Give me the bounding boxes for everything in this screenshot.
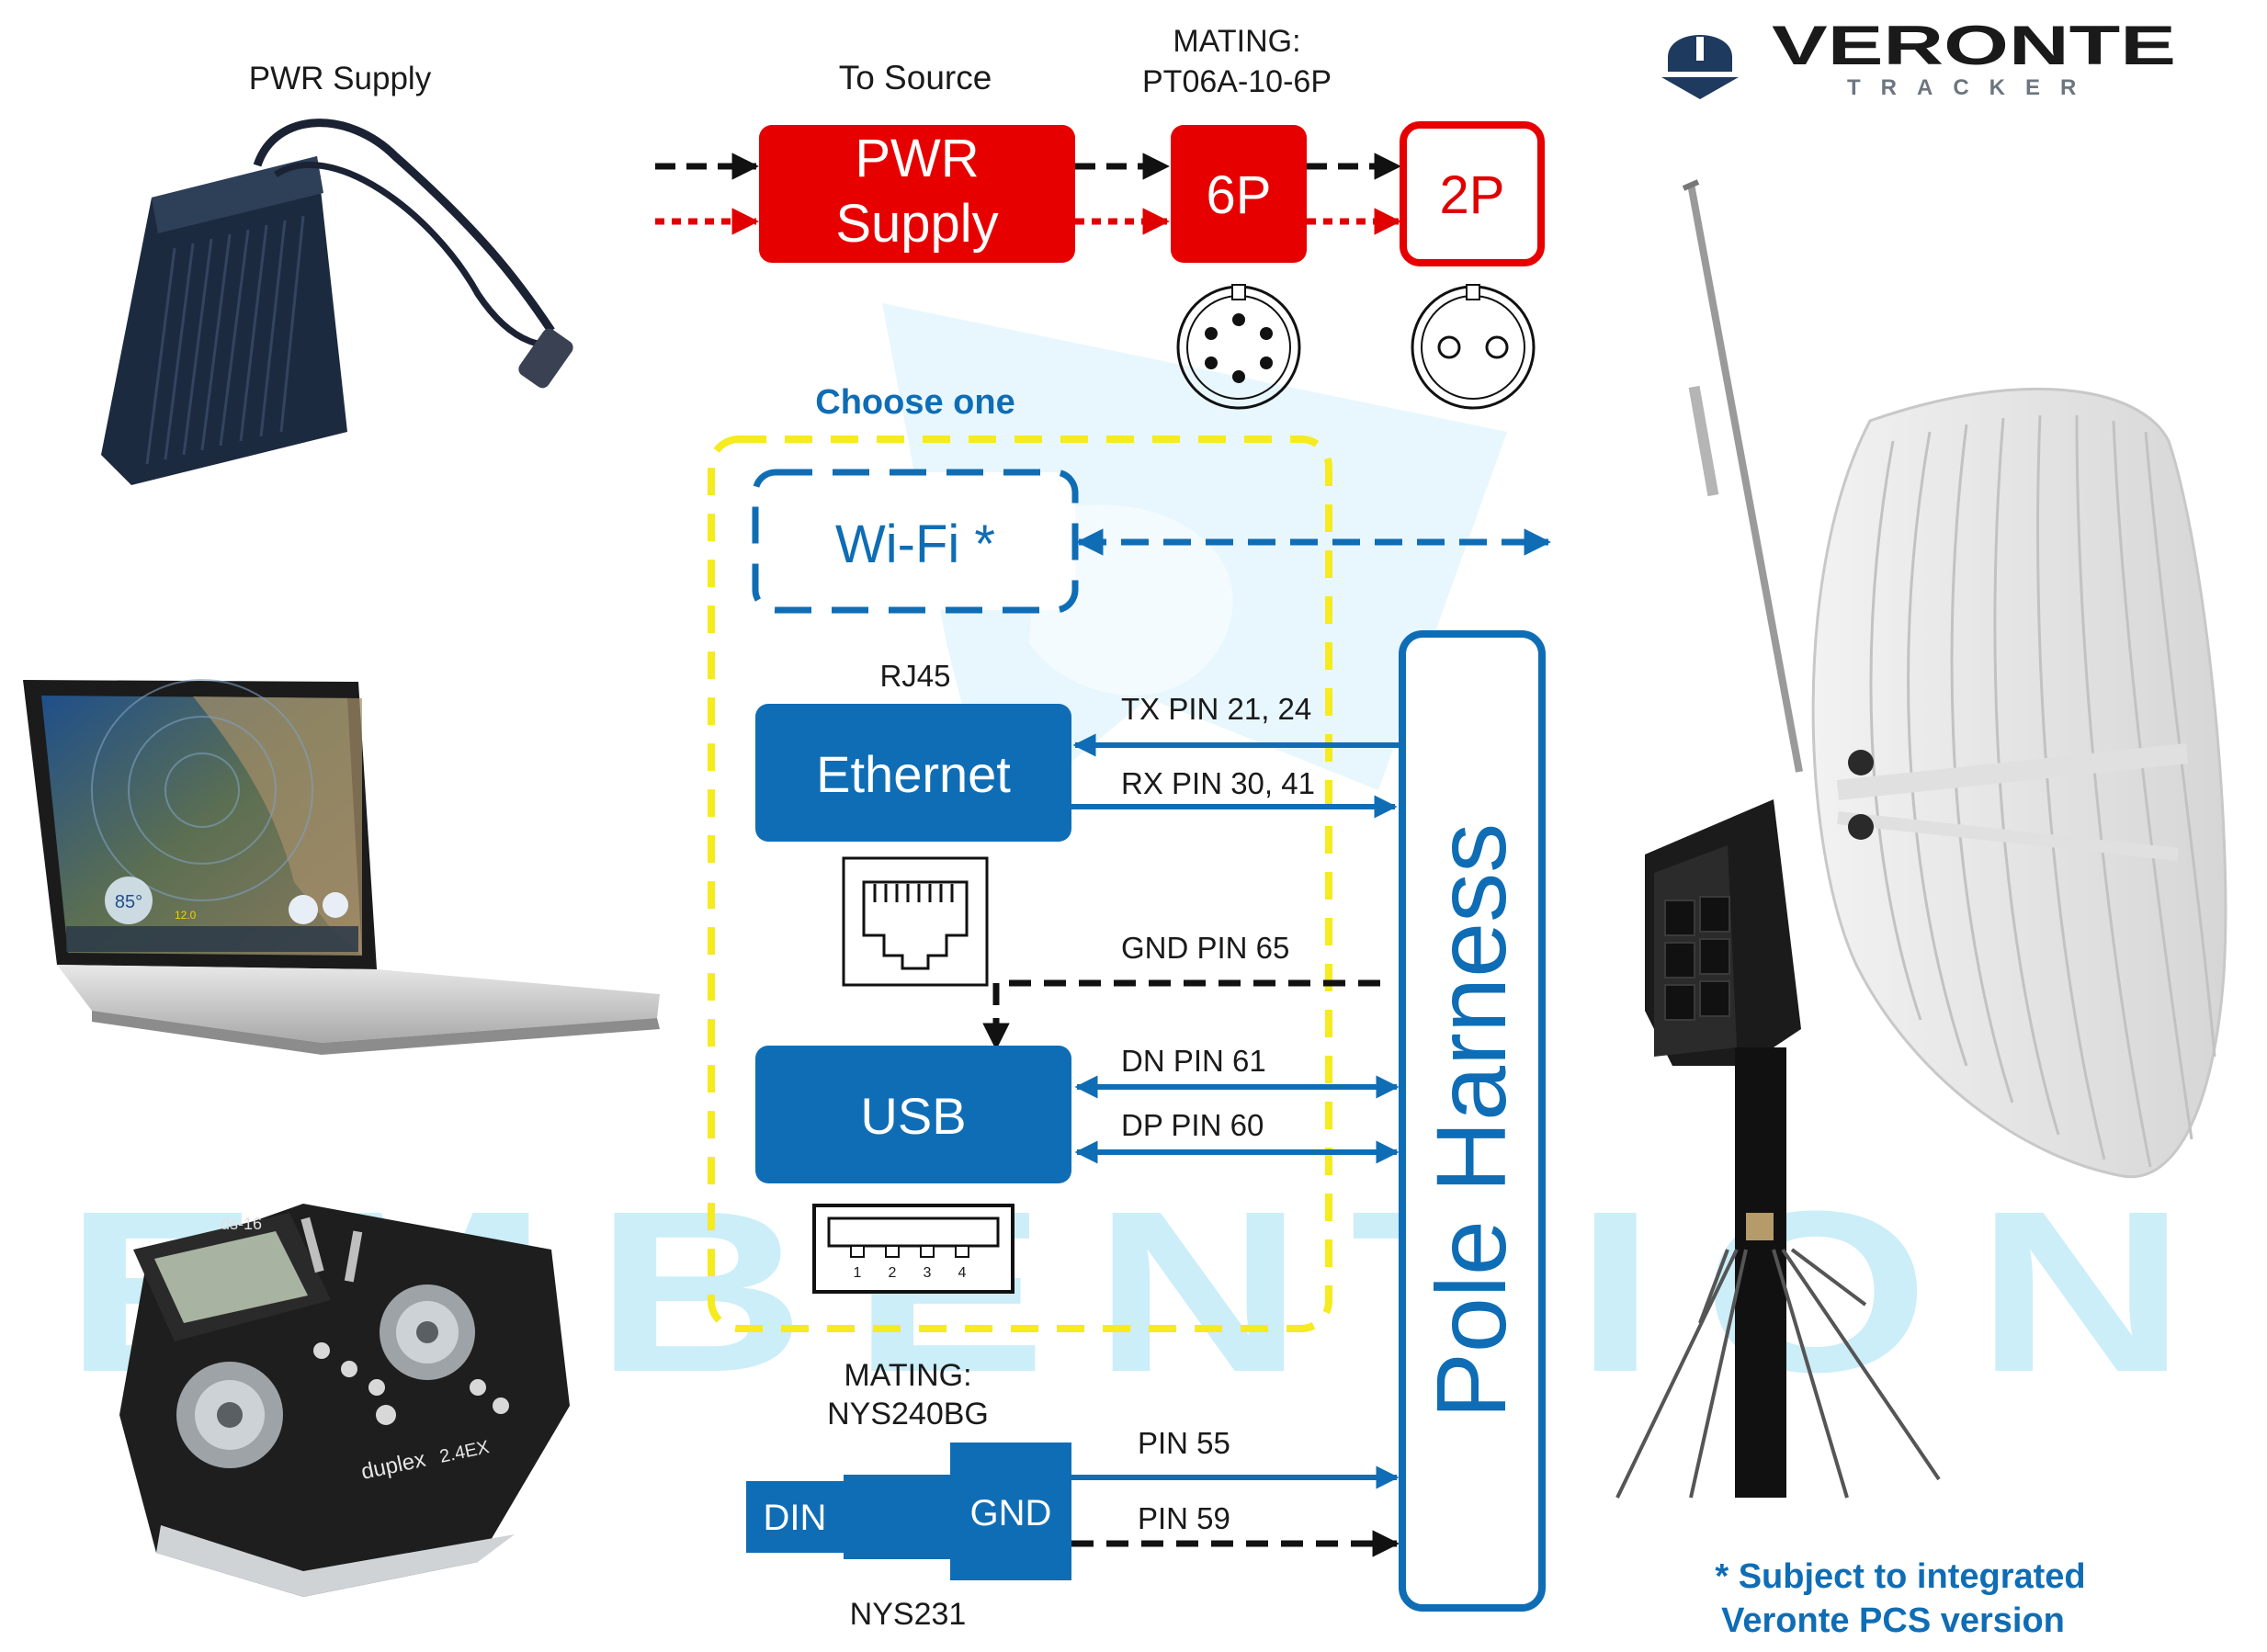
- connector-2p-pinout-icon: [1411, 284, 1536, 410]
- power-chain: To Source MATING: PT06A-10-6P PWR Supply…: [655, 24, 1545, 410]
- laptop-badge: 12.0: [175, 909, 197, 922]
- mating-part-6p: PT06A-10-6P: [1142, 64, 1332, 99]
- din-gnd-label: GND: [970, 1493, 1052, 1533]
- grid-dish: [1811, 387, 2227, 1179]
- din-mating-label: MATING:: [844, 1358, 971, 1393]
- whip-antenna: [1687, 183, 1803, 773]
- laptop-base: [57, 965, 660, 1043]
- wifi-label: Wi-Fi *: [835, 515, 995, 574]
- mating-label-6p: MATING:: [1173, 24, 1300, 59]
- ethernet-box: [755, 704, 1071, 842]
- mast: [1735, 1047, 1786, 1498]
- din-coupler: [844, 1475, 950, 1559]
- power-plug: [518, 328, 573, 389]
- din-gnd-box: [950, 1443, 1071, 1580]
- to-source-label: To Source: [839, 59, 992, 96]
- usb-label: USB: [860, 1087, 966, 1145]
- usb-pin-4: 4: [958, 1265, 967, 1281]
- din-box: [746, 1481, 844, 1553]
- power-cable: [253, 119, 555, 334]
- usb-pin-3: 3: [924, 1265, 932, 1281]
- veronte-name: VERONTE: [1772, 15, 2176, 76]
- gnd-arrow: [982, 979, 1380, 1050]
- radio-model-label: ds-16: [221, 1215, 262, 1233]
- connector-2p-label: 2P: [1440, 165, 1505, 225]
- radio-screen: [154, 1231, 308, 1323]
- tracker-antenna-device: [1615, 179, 2227, 1499]
- din-part-label: NYS231: [850, 1597, 967, 1632]
- choose-one-border: [708, 436, 1332, 1332]
- pwr-box-line1: PWR: [855, 129, 979, 188]
- din-label: DIN: [764, 1498, 827, 1538]
- pin59-label: PIN 59: [1138, 1501, 1230, 1535]
- connector-6p-pinout-icon: [1176, 284, 1301, 410]
- usb-pin-1: 1: [854, 1265, 862, 1281]
- connector-2p-box: [1400, 121, 1545, 266]
- ethernet-label: Ethernet: [816, 745, 1011, 803]
- pwr-supply-device: PWR Supply: [101, 61, 573, 485]
- rx-pin-label: RX PIN 30, 41: [1121, 766, 1315, 800]
- choose-one-label: Choose one: [815, 383, 1014, 422]
- pole-harness-label: Pole Harness: [1415, 823, 1526, 1419]
- connector-6p-box: [1171, 125, 1307, 263]
- laptop-device: 85° 12.0: [23, 679, 660, 1055]
- connector-6p-label: 6P: [1207, 165, 1272, 225]
- veronte-subtitle: TRACKER: [1847, 75, 2096, 100]
- watermark-logo-shape: [882, 303, 1507, 827]
- veronte-tracker-logo: VERONTE TRACKER: [1661, 15, 2176, 100]
- footnote-line2: Veronte PCS version: [1721, 1601, 2065, 1640]
- din-mating-part: NYS240BG: [827, 1397, 989, 1431]
- gnd-pin-label: GND PIN 65: [1121, 931, 1289, 965]
- pwr-box-line2: Supply: [835, 194, 998, 254]
- pin55-label: PIN 55: [1138, 1426, 1230, 1460]
- pole-harness-box: [1399, 630, 1546, 1612]
- footnote: * Subject to integrated Veronte PCS vers…: [1715, 1557, 2085, 1640]
- tx-pin-label: TX PIN 21, 24: [1121, 692, 1311, 726]
- pwr-supply-caption: PWR Supply: [249, 61, 432, 96]
- usb-pin-2: 2: [889, 1265, 897, 1281]
- power-brick: [101, 156, 347, 485]
- dp-pin-label: DP PIN 60: [1121, 1108, 1264, 1142]
- laptop-readout: 85°: [115, 892, 142, 912]
- din-connector-group: MATING: NYS240BG DIN GND NYS231 PIN 55 P…: [746, 1358, 1400, 1632]
- choose-one-group: Choose one Wi-Fi * RJ45 Ethernet TX PIN …: [708, 383, 1551, 1332]
- pwr-supply-box: [759, 125, 1075, 263]
- footnote-line1: * Subject to integrated: [1715, 1557, 2085, 1596]
- pole-harness: Pole Harness: [1399, 630, 1546, 1612]
- dn-pin-label: DN PIN 61: [1121, 1044, 1266, 1078]
- rj45-label: RJ45: [879, 659, 950, 693]
- radio-controller-device: ds-16 duplex 2.4EX: [119, 1204, 570, 1597]
- usb-port-icon: 1 2 3 4: [812, 1204, 1014, 1294]
- rj45-jack-icon: [842, 856, 989, 987]
- usb-box: [755, 1046, 1071, 1183]
- wifi-box: [752, 469, 1079, 614]
